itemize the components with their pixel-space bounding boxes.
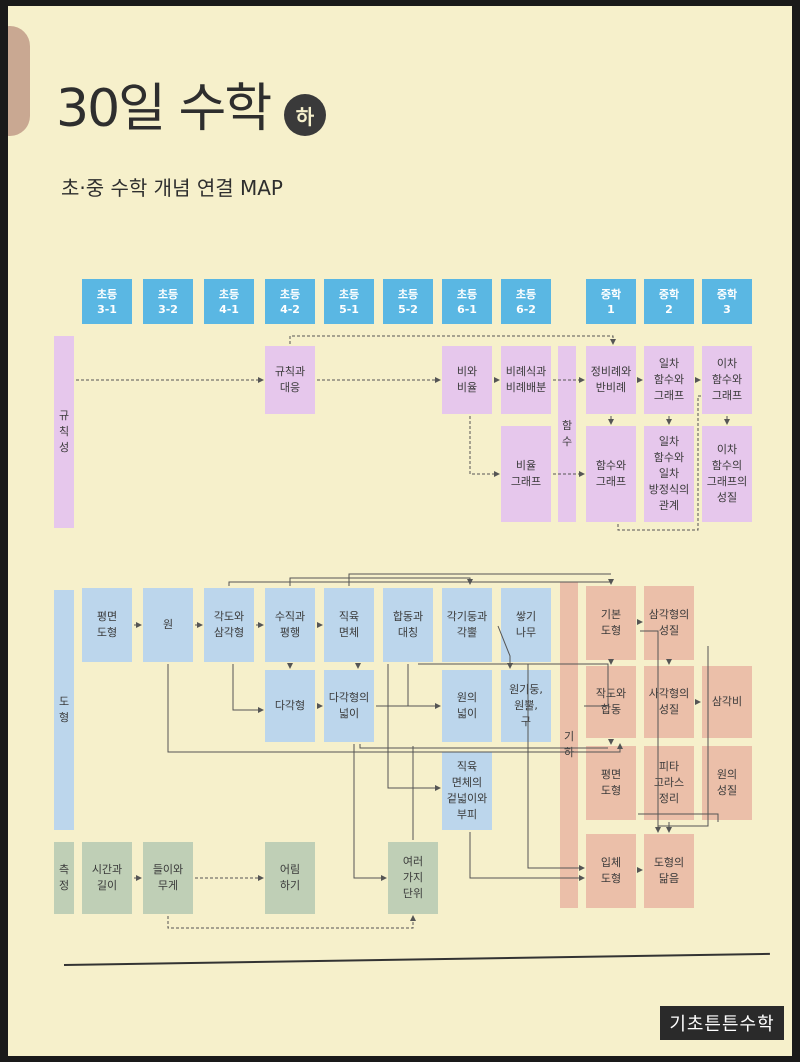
box-congruence: 합동과 대칭 <box>383 588 433 662</box>
arrow-weight-units <box>167 915 416 929</box>
arrow-top-route-b <box>289 577 473 586</box>
box-basic-figure: 기본 도형 <box>586 586 636 660</box>
box-time-length: 시간과 길이 <box>82 842 132 914</box>
header-e5-2: 초등 5-2 <box>383 279 433 324</box>
header-m3: 중학 3 <box>702 279 752 324</box>
box-polygon-area: 다각형의 넓이 <box>324 670 374 742</box>
box-quad-func: 이차 함수와 그래프 <box>702 346 752 414</box>
title-badge: 하 <box>284 94 326 136</box>
box-cuboid: 직육 면체 <box>324 588 374 662</box>
header-m2: 중학 2 <box>644 279 694 324</box>
box-linear-eq: 일차 함수와 일차 방정식의 관계 <box>644 426 694 522</box>
arrow-angle-polygon <box>232 664 264 713</box>
section-measure: 측 정 <box>54 842 74 914</box>
box-triangle-props: 삼각형의 성질 <box>644 586 694 660</box>
box-circle: 원 <box>143 588 193 662</box>
box-plane-fig-ms: 평면 도형 <box>586 746 636 820</box>
box-stacking: 쌓기 나무 <box>501 588 551 662</box>
box-approx: 어림 하기 <box>265 842 315 914</box>
arrow-area-units <box>353 744 387 881</box>
box-direct-inverse: 정비례와 반비례 <box>586 346 636 414</box>
arrow-top-route-a <box>228 579 614 586</box>
thumb <box>8 26 30 136</box>
arrow-cuboid-vol <box>387 664 441 791</box>
box-circle-area: 원의 넓이 <box>442 670 492 742</box>
box-solid-fig: 입체 도형 <box>586 834 636 908</box>
box-func-graph: 함수와 그래프 <box>586 426 636 522</box>
box-linear-func: 일차 함수와 그래프 <box>644 346 694 414</box>
box-circle-props: 원의 성질 <box>702 746 752 820</box>
header-e4-2: 초등 4-2 <box>265 279 315 324</box>
header-e3-1: 초등 3-1 <box>82 279 132 324</box>
arrow-top-loop <box>289 335 616 345</box>
box-quad-props2: 사각형의 성질 <box>644 666 694 738</box>
header-e6-1: 초등 6-1 <box>442 279 492 324</box>
box-ratio: 비와 비율 <box>442 346 492 414</box>
arrow-tri-route <box>658 646 709 827</box>
arrow-prism-cyl <box>497 625 513 669</box>
header-e6-2: 초등 6-2 <box>501 279 551 324</box>
arrow-geo-route2 <box>638 813 719 822</box>
header-e4-1: 초등 4-1 <box>204 279 254 324</box>
box-cuboid-volume: 직육 면체의 겉넓이와 부피 <box>442 752 492 830</box>
header-m1: 중학 1 <box>586 279 636 324</box>
header-e5-1: 초등 5-1 <box>324 279 374 324</box>
section-regularity: 규 칙 성 <box>54 336 74 528</box>
book-page: 30일 수학 하 초·중 수학 개념 연결 MAP 초등 3-1 초등 3-2 … <box>8 6 792 1056</box>
section-figure: 도 형 <box>54 590 74 830</box>
box-angle-triangle: 각도와 삼각형 <box>204 588 254 662</box>
box-pythagoras: 피타 고라스 정리 <box>644 746 694 820</box>
box-plane-figure: 평면 도형 <box>82 588 132 662</box>
arrow-ratio-graph <box>469 416 500 477</box>
section-function: 함 수 <box>558 346 576 522</box>
arrow-bottom-loop <box>617 395 702 531</box>
arrow-area-planefig <box>359 744 608 749</box>
page-subtitle: 초·중 수학 개념 연결 MAP <box>61 176 283 200</box>
box-rule-relation: 규칙과 대응 <box>265 346 315 414</box>
box-cyl-cone: 원기둥, 원뿔, 구 <box>501 670 551 742</box>
box-units: 여러 가지 단위 <box>388 842 438 914</box>
page-title: 30일 수학 <box>56 79 272 139</box>
watermark: 기초튼튼수학 <box>660 1006 784 1040</box>
arrow-top-route-c <box>348 573 611 586</box>
box-construct-congruence: 작도와 합동 <box>586 666 636 738</box>
box-perp-parallel: 수직과 평행 <box>265 588 315 662</box>
box-prism-pyramid: 각기둥과 각뿔 <box>442 588 492 662</box>
box-polygon: 다각형 <box>265 670 315 742</box>
arrow-vol-solid <box>469 832 585 881</box>
box-proportion: 비례식과 비례배분 <box>501 346 551 414</box>
box-volume-weight: 들이와 무게 <box>143 842 193 914</box>
box-quad-props: 이차 함수의 그래프의 성질 <box>702 426 752 522</box>
arrow-circle-planefig <box>167 664 623 753</box>
header-e3-2: 초등 3-2 <box>143 279 193 324</box>
arrow-geo-route <box>640 630 661 833</box>
box-similarity: 도형의 닮음 <box>644 834 694 908</box>
box-trig: 삼각비 <box>702 666 752 738</box>
arrow-stack-solid <box>527 664 585 871</box>
box-ratio-graph: 비율 그래프 <box>501 426 551 522</box>
connector-lines <box>76 335 730 929</box>
arrow-cong-construct <box>418 663 609 707</box>
